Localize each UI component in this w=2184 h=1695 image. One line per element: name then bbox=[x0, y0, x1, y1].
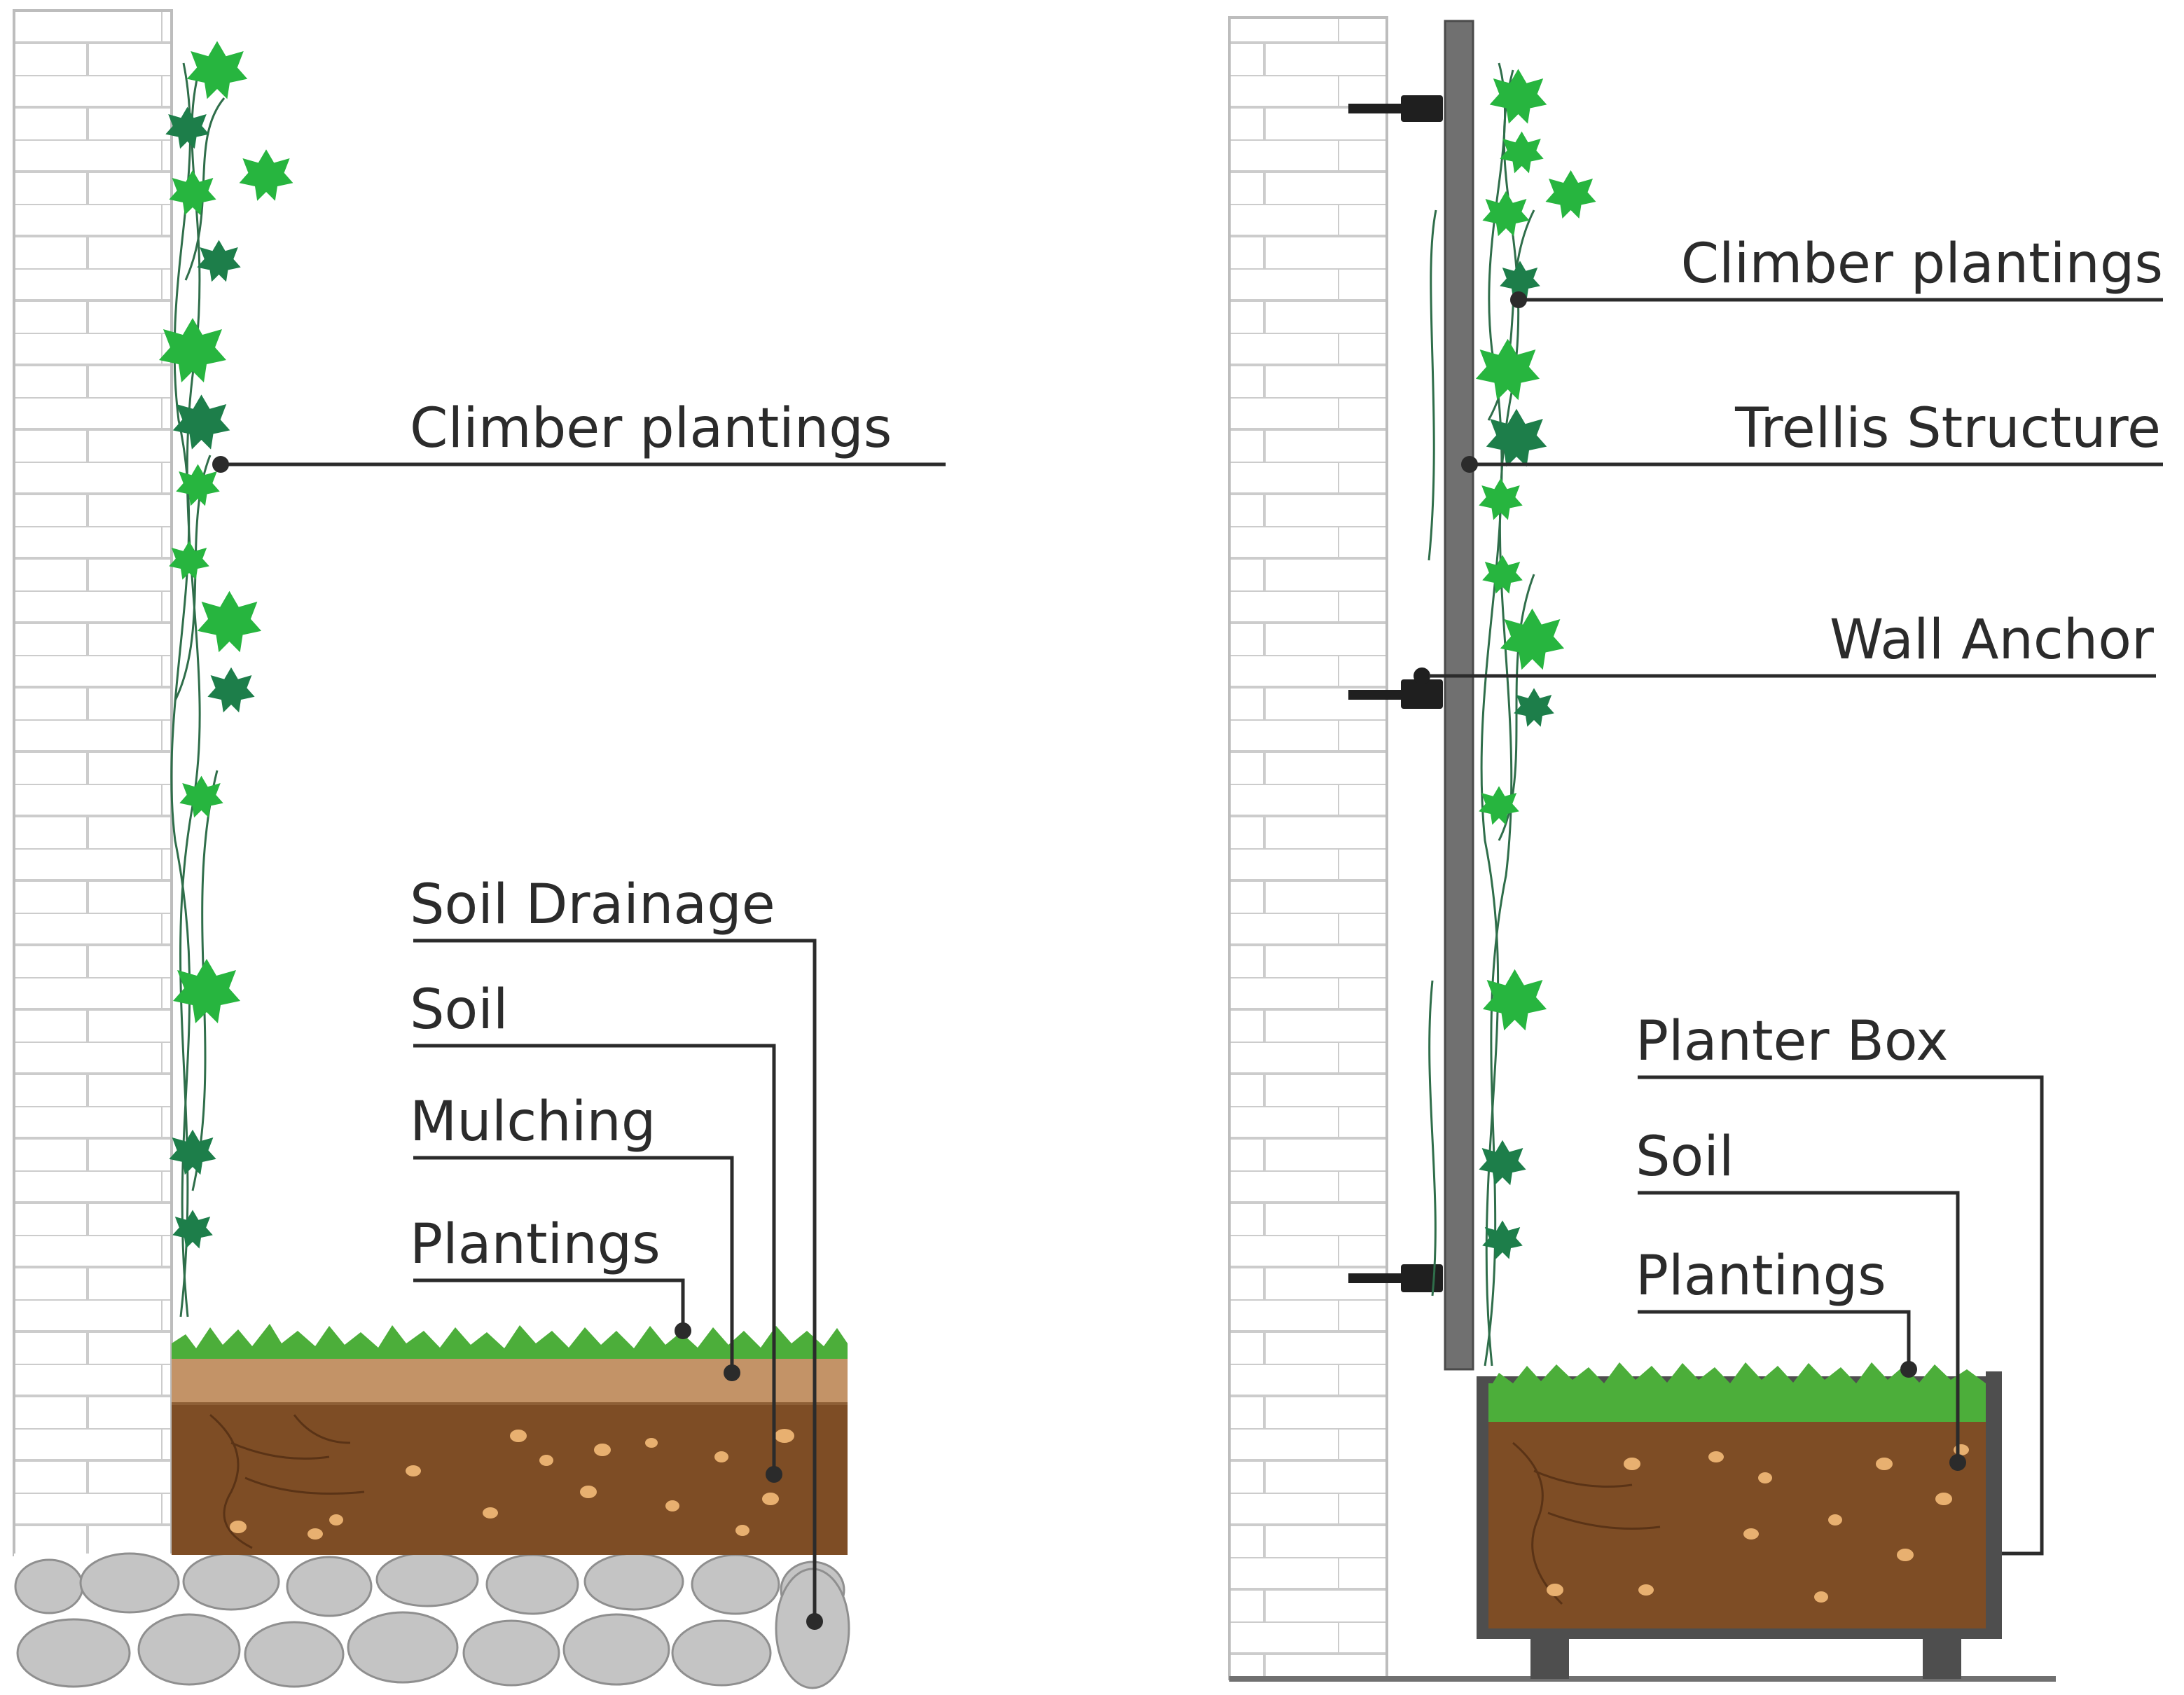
left-label-plantings: Plantings bbox=[410, 1213, 661, 1276]
right-leader-lines bbox=[1429, 298, 2163, 1556]
left-panel-direct-climbing: Climber plantings Soil Drainage Soil Mul… bbox=[13, 9, 946, 1689]
planter-soil bbox=[1488, 1418, 1986, 1628]
left-mulching-leader bbox=[413, 1156, 734, 1373]
left-soil-dot bbox=[766, 1466, 782, 1483]
left-mulch-layer bbox=[172, 1355, 848, 1404]
left-grass-plantings bbox=[172, 1324, 848, 1359]
left-soil-leader bbox=[413, 1044, 776, 1474]
right-plantings-leader bbox=[1638, 1310, 1911, 1369]
right-soil-leader bbox=[1638, 1191, 1960, 1462]
right-climber-dot bbox=[1510, 291, 1527, 308]
right-wall-anchors bbox=[1348, 95, 1443, 1292]
planter-box-side-wall bbox=[1986, 1371, 2002, 1639]
left-drainage-dot bbox=[806, 1613, 823, 1630]
left-plantings-dot bbox=[675, 1322, 691, 1339]
left-soil-layer bbox=[172, 1401, 848, 1555]
left-soil-pebbles bbox=[230, 1429, 794, 1540]
left-drainage-leader bbox=[413, 939, 817, 1621]
left-mulching-dot bbox=[724, 1364, 740, 1381]
left-leader-lines bbox=[221, 462, 946, 1621]
left-label-climber-plantings: Climber plantings bbox=[410, 397, 892, 460]
right-label-wall-anchor: Wall Anchor bbox=[1830, 609, 2155, 672]
left-soil-roots bbox=[209, 1413, 365, 1549]
trellis-bar bbox=[1444, 20, 1474, 1371]
right-label-climber-plantings: Climber plantings bbox=[1681, 233, 2163, 296]
right-leader-dots bbox=[1461, 291, 1966, 1471]
planter-box bbox=[1477, 1362, 2002, 1679]
right-soil-dot bbox=[1949, 1454, 1966, 1471]
left-plantings-leader bbox=[413, 1278, 685, 1331]
left-brick-wall bbox=[13, 9, 173, 1556]
planter-leg-left bbox=[1530, 1635, 1569, 1679]
planter-leg-right bbox=[1923, 1635, 1961, 1679]
right-label-plantings: Plantings bbox=[1636, 1245, 1886, 1308]
planter-grass-tufts bbox=[1488, 1362, 1986, 1394]
left-climber-dot bbox=[212, 456, 229, 473]
left-label-mulching: Mulching bbox=[410, 1091, 656, 1154]
right-label-planter-box: Planter Box bbox=[1636, 1010, 1948, 1073]
right-brick-wall bbox=[1228, 16, 1388, 1680]
right-plantings-dot bbox=[1900, 1361, 1917, 1378]
left-climber-leaves bbox=[159, 41, 293, 1249]
right-label-trellis-structure: Trellis Structure bbox=[1734, 397, 2161, 460]
right-planter-leader bbox=[1638, 1075, 2044, 1556]
left-leader-dots bbox=[212, 456, 823, 1630]
left-label-soil: Soil bbox=[410, 978, 509, 1042]
right-trellis-dot bbox=[1461, 456, 1478, 473]
left-label-soil-drainage: Soil Drainage bbox=[410, 873, 775, 936]
right-label-soil: Soil bbox=[1636, 1126, 1734, 1189]
right-panel-trellis-system: Climber plantings Trellis Structure Wall… bbox=[1228, 16, 2163, 1682]
left-stone-drainage-layer bbox=[14, 1551, 850, 1689]
